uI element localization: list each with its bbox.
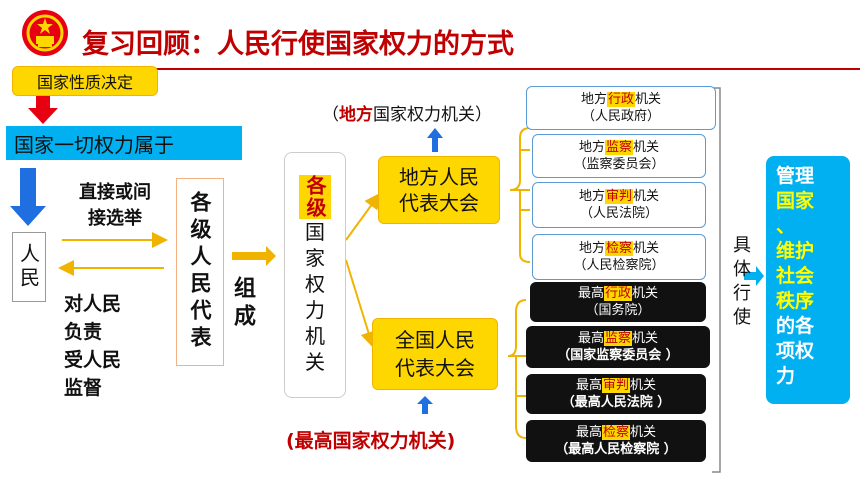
- national-organ-supervision: 最高监察机关 （国家监察委员会 ）: [526, 326, 710, 368]
- local-congress-box: 地方人民 代表大会: [378, 156, 500, 224]
- local-organ-procuratorial: 地方检察机关 （人民检察院）: [532, 234, 706, 280]
- resp-line: 监督: [64, 377, 103, 399]
- organ-post: 机关: [632, 286, 659, 301]
- organ-post: 机关: [633, 241, 660, 256]
- local-organ-admin: 地方行政机关 （人民政府）: [526, 86, 716, 130]
- organ-post: 机关: [633, 140, 660, 155]
- organ-key: 行政: [603, 286, 632, 301]
- organs-char: 机: [305, 324, 325, 348]
- local-label-highlight: 地方: [339, 105, 373, 125]
- organs-highlight: 各级: [299, 175, 331, 219]
- election-label: 直接或间 接选举: [60, 180, 170, 232]
- exercise-char: 行: [733, 283, 751, 304]
- election-line-1: 直接或间: [79, 182, 151, 203]
- organ-pre: 最高: [575, 378, 602, 393]
- responsibility-label: 对人民 负责 受人民 监督: [64, 290, 154, 402]
- organ-pre: 最高: [575, 425, 602, 440]
- local-up-arrow: [427, 128, 443, 152]
- manage-line: 的各: [776, 315, 815, 337]
- title-underline: [78, 68, 860, 70]
- manage-line: 项权: [776, 340, 815, 362]
- organ-key: 监察: [603, 331, 632, 346]
- organs-char: 国: [305, 220, 325, 244]
- organs-char: 关: [305, 350, 325, 374]
- organs-char: 家: [305, 246, 325, 270]
- national-organ-label: (最高国家权力机关): [286, 430, 456, 452]
- manage-line: 秩序: [776, 290, 815, 312]
- organ-sub: （人民法院）: [579, 206, 658, 221]
- organ-pre: 最高: [577, 331, 604, 346]
- blue-down-arrow: [10, 168, 46, 226]
- national-organ-admin: 最高行政机关 （国务院）: [530, 282, 706, 322]
- manage-line: 管理: [776, 165, 815, 187]
- organ-post: 机关: [630, 425, 657, 440]
- resp-line: 对人民: [64, 293, 122, 315]
- resp-line: 受人民: [64, 349, 122, 371]
- organs-char: 力: [305, 298, 325, 322]
- exercise-label: 具 体 行 使: [728, 234, 756, 330]
- exercise-char: 体: [733, 259, 751, 280]
- state-nature-label: 国家性质决定: [12, 66, 158, 96]
- organ-post: 机关: [630, 378, 657, 393]
- exercise-arrow: [744, 266, 764, 286]
- people-box: 人民: [12, 232, 46, 302]
- organ-key: 检察: [601, 425, 630, 440]
- page-title: 复习回顾：人民行使国家权力的方式: [82, 29, 514, 60]
- organ-sub: （人民检察院）: [573, 258, 665, 273]
- organ-pre: 地方: [580, 92, 607, 107]
- resp-line: 负责: [64, 321, 103, 343]
- organ-sub: （国务院）: [585, 303, 651, 318]
- organ-sub: （人民政府）: [581, 109, 660, 124]
- manage-line: 维护: [776, 240, 815, 262]
- organ-post: 机关: [635, 92, 662, 107]
- organ-pre: 最高: [577, 286, 604, 301]
- manage-state-box: 管理 国家 、 维护 社会 秩序 的各 项权 力: [766, 156, 850, 404]
- organ-key: 行政: [606, 92, 635, 107]
- local-label-rest: 国家权力机关）: [373, 105, 492, 125]
- state-power-organs-box: 各级 国 家 权 力 机 关: [284, 152, 346, 398]
- organ-key: 监察: [604, 140, 633, 155]
- organ-key: 审判: [604, 189, 633, 204]
- organ-sub: （监察委员会）: [573, 157, 665, 172]
- representatives-box: 各级人民代表: [176, 178, 224, 366]
- red-down-arrow: [28, 96, 58, 124]
- local-label-prefix: （: [322, 105, 339, 125]
- organs-char: 权: [305, 272, 325, 296]
- exercise-char: 具: [733, 235, 751, 256]
- national-up-arrow: [417, 396, 433, 414]
- national-emblem-icon: [22, 10, 68, 56]
- national-congress-line-1: 全国人民: [395, 328, 475, 352]
- manage-line: 国家: [776, 190, 815, 212]
- compose-arrow: [232, 246, 276, 266]
- manage-line: 力: [776, 365, 796, 387]
- national-congress-box: 全国人民 代表大会: [372, 318, 498, 390]
- organ-post: 机关: [632, 331, 659, 346]
- exercise-char: 使: [733, 307, 751, 328]
- local-congress-line-2: 代表大会: [399, 191, 479, 215]
- local-organ-judicial: 地方审判机关 （人民法院）: [532, 182, 706, 228]
- organ-pre: 地方: [578, 140, 605, 155]
- organ-key: 检察: [604, 241, 633, 256]
- manage-line: 社会: [776, 265, 815, 287]
- local-organ-supervision: 地方监察机关 （监察委员会）: [532, 134, 706, 178]
- national-congress-line-2: 代表大会: [395, 356, 475, 380]
- national-organ-judicial: 最高审判机关 （最高人民法院 ）: [526, 374, 706, 414]
- local-congress-line-1: 地方人民: [399, 165, 479, 189]
- election-line-2: 接选举: [88, 208, 142, 229]
- organ-key: 审判: [601, 378, 630, 393]
- compose-label: 组成: [230, 276, 255, 332]
- national-organ-procuratorial: 最高检察机关 （最高人民检察院 ）: [526, 420, 706, 462]
- organ-pre: 地方: [578, 189, 605, 204]
- organ-sub: （最高人民法院 ）: [561, 395, 671, 410]
- local-organ-label: （地方国家权力机关）: [322, 100, 492, 125]
- organ-sub: （最高人民检察院 ）: [555, 442, 677, 457]
- organ-sub: （国家监察委员会 ）: [557, 348, 679, 363]
- manage-sep: 、: [776, 215, 796, 237]
- organ-pre: 地方: [578, 241, 605, 256]
- organ-post: 机关: [633, 189, 660, 204]
- all-power-belongs-label: 国家一切权力属于: [6, 126, 242, 160]
